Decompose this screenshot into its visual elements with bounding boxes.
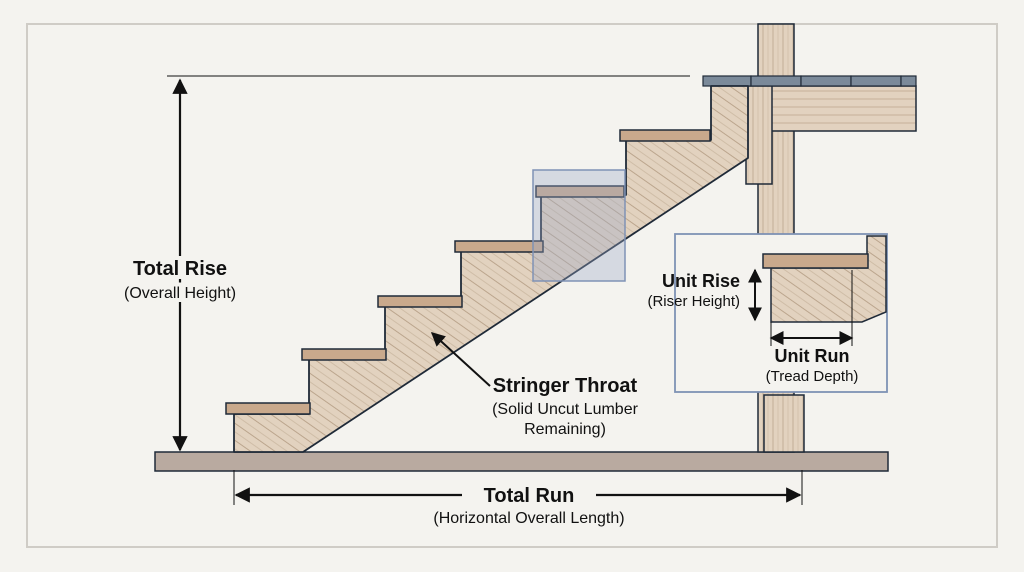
total-run-subtitle: (Horizontal Overall Length) bbox=[433, 510, 624, 527]
tread bbox=[535, 185, 625, 198]
stringer-throat-pointer bbox=[430, 332, 491, 387]
tread bbox=[301, 348, 387, 361]
tread bbox=[619, 129, 711, 142]
total-run-title: Total Run bbox=[484, 485, 575, 507]
ledger-board bbox=[745, 85, 773, 185]
post-base bbox=[763, 394, 805, 453]
tread bbox=[454, 240, 544, 253]
stringer-throat-subtitle-line2: Remaining) bbox=[524, 421, 606, 438]
tread bbox=[225, 402, 311, 415]
stringer-throat-subtitle-line1: (Solid Uncut Lumber bbox=[492, 401, 639, 418]
outer-frame bbox=[26, 23, 998, 548]
deck-boards bbox=[702, 75, 917, 87]
ground-slab bbox=[154, 451, 889, 472]
highlight-box bbox=[532, 169, 626, 282]
unit-rise-title: Unit Rise bbox=[662, 271, 740, 291]
unit-run-title: Unit Run bbox=[775, 346, 850, 366]
total-rise-subtitle: (Overall Height) bbox=[124, 285, 236, 302]
detail-inset bbox=[674, 233, 888, 393]
stair-treads bbox=[225, 129, 711, 415]
unit-run-subtitle: (Tread Depth) bbox=[766, 368, 859, 385]
stringer-throat-title: Stringer Throat bbox=[493, 375, 638, 397]
deck-beam bbox=[759, 85, 917, 132]
total-rise-title: Total Rise bbox=[133, 258, 227, 280]
tread bbox=[377, 295, 463, 308]
unit-rise-subtitle: (Riser Height) bbox=[647, 293, 740, 310]
